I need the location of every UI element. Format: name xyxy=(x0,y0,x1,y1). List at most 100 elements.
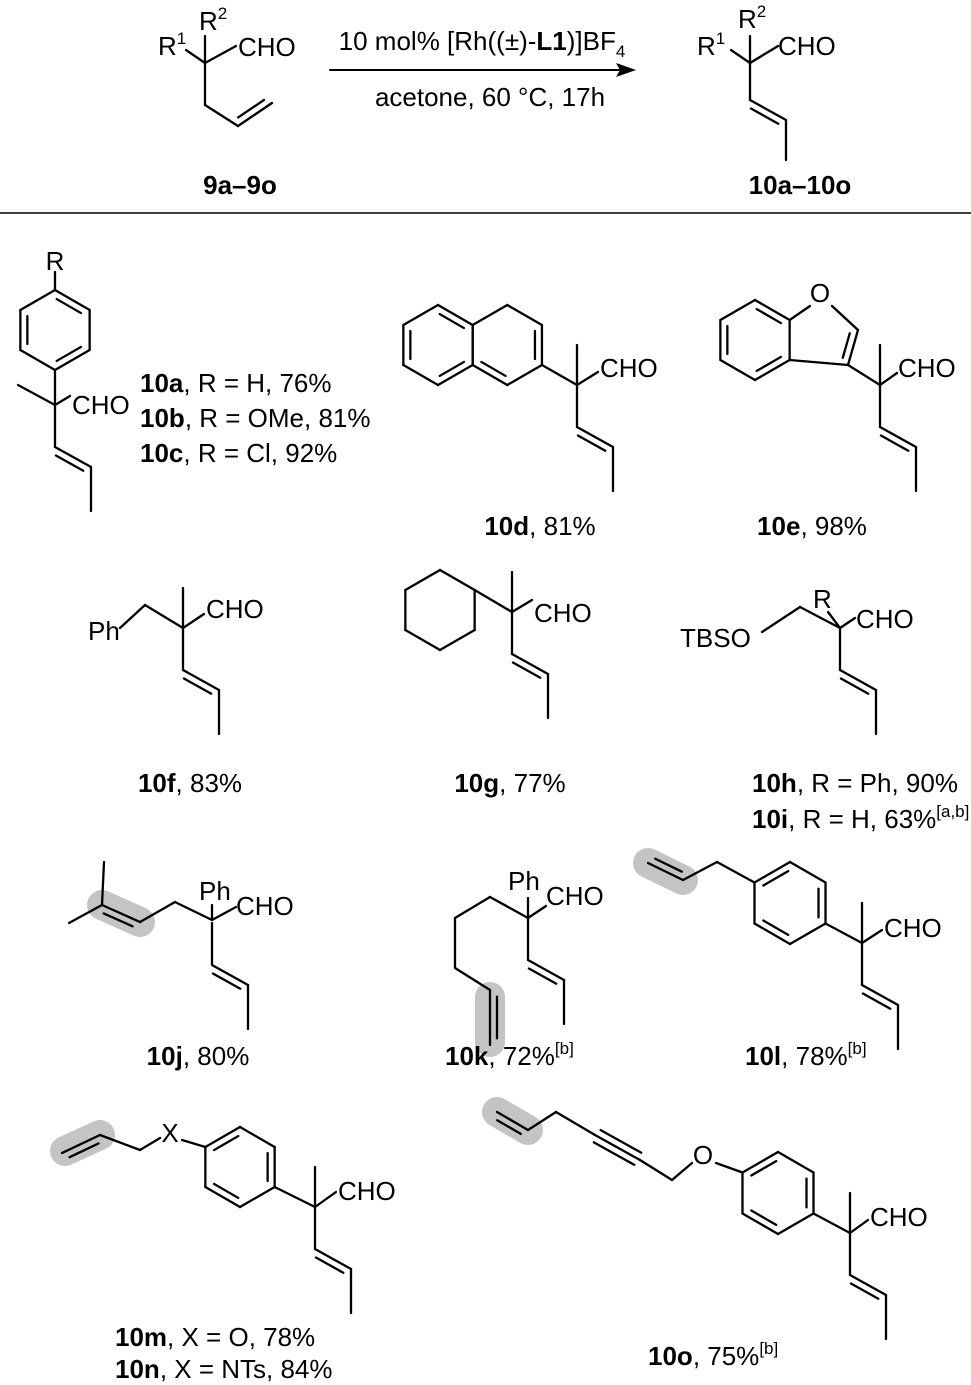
bond xyxy=(143,603,185,630)
double-bond-line xyxy=(438,312,466,330)
bond xyxy=(848,1273,888,1297)
double-bond-line xyxy=(55,345,83,363)
cho-label: CHO xyxy=(206,594,264,624)
double-bond-line xyxy=(879,434,910,452)
ring-bond xyxy=(741,1212,780,1236)
ring-bond xyxy=(238,1125,276,1149)
caption: 10a, R = H, 76% xyxy=(140,368,332,398)
ring-bond xyxy=(719,358,757,382)
ring-bond xyxy=(753,358,791,382)
bond xyxy=(118,603,147,630)
arrow-head-icon xyxy=(616,63,636,77)
ring-bond xyxy=(741,1150,780,1174)
caption: 10f, 83% xyxy=(138,768,242,798)
cho-label: CHO xyxy=(600,353,658,383)
double-bond-line xyxy=(599,1128,643,1154)
bond xyxy=(510,652,550,676)
product-10: R1 R2 CHO 10a–10o xyxy=(697,2,851,200)
caption: 10b, R = OMe, 81% xyxy=(140,403,371,433)
bond xyxy=(453,895,492,920)
ring-bond xyxy=(753,860,792,884)
ring-bond xyxy=(402,363,440,387)
double-bond-line xyxy=(54,454,85,472)
bond xyxy=(646,861,685,882)
bond xyxy=(748,98,788,122)
ring-bond xyxy=(506,363,544,387)
bond xyxy=(53,445,93,469)
caption: 10l, 78%[b] xyxy=(745,1039,867,1071)
bond xyxy=(100,903,142,924)
cho-label: CHO xyxy=(898,353,956,383)
double-bond-line xyxy=(750,1159,778,1177)
caption: 10k, 72%[b] xyxy=(445,1039,574,1071)
bond xyxy=(60,1133,102,1155)
bond xyxy=(236,101,274,128)
caption: 10g, 77% xyxy=(454,768,565,798)
bond xyxy=(846,363,882,387)
ring-bond xyxy=(753,298,791,322)
ring-bond xyxy=(719,298,757,322)
bond xyxy=(638,1158,674,1182)
ring-bond xyxy=(438,628,476,652)
bond xyxy=(878,371,899,387)
double-bond-line xyxy=(527,967,558,985)
ring-bond xyxy=(436,363,474,387)
caption: 10j, 80% xyxy=(147,1041,250,1071)
bond xyxy=(812,1212,852,1235)
x-label: X xyxy=(161,1118,178,1148)
compound-10h-i: TBSO R CHO 10h, R = Ph, 90% 10i, R = H, … xyxy=(680,584,969,834)
bond xyxy=(860,983,900,1007)
ring-bond xyxy=(776,1212,815,1236)
bond xyxy=(181,668,221,692)
compound-10m-n: X CHO 10m, X = O, 78% 10n, X = NTs, 84% xyxy=(115,1118,396,1384)
double-bond-line xyxy=(212,1134,240,1152)
double-bond-line xyxy=(762,919,790,937)
double-bond-line xyxy=(749,107,780,125)
catalyst-text: 10 mol% [Rh((±)-L1)]BF4 xyxy=(339,26,626,61)
bond xyxy=(838,668,878,692)
bond xyxy=(203,103,240,128)
bond xyxy=(838,616,857,630)
ring-bond xyxy=(788,860,827,884)
reactant-9: R1 R2 CHO 9a–9o xyxy=(158,4,296,200)
ring-bond xyxy=(776,1150,815,1174)
cho-label: CHO xyxy=(534,598,592,628)
bond xyxy=(526,904,548,920)
caption: 10c, R = Cl, 92% xyxy=(140,438,337,468)
bond xyxy=(313,1247,353,1271)
substituent-label: R xyxy=(46,246,65,276)
ring-bond xyxy=(53,348,91,372)
caption: 10n, X = NTs, 84% xyxy=(115,1354,333,1384)
double-bond-line xyxy=(755,355,783,373)
ring-bond xyxy=(238,1185,276,1209)
product-label: 10a–10o xyxy=(749,170,852,200)
double-bond-line xyxy=(861,992,892,1010)
ring-bond xyxy=(471,303,509,327)
bond xyxy=(138,1136,162,1152)
compound-10d: CHO 10d, 81% xyxy=(484,353,657,541)
cho-label: CHO xyxy=(72,390,130,420)
bond xyxy=(488,895,530,920)
bond xyxy=(16,383,57,407)
double-bond-line xyxy=(755,307,783,325)
ring-bond xyxy=(753,922,792,946)
ring-bond xyxy=(204,1125,242,1149)
bond xyxy=(729,48,752,65)
bond xyxy=(830,304,860,332)
bond xyxy=(575,370,600,387)
cho-label: CHO xyxy=(236,891,294,921)
ring-bond xyxy=(471,363,509,387)
double-bond-line xyxy=(211,972,242,990)
bond xyxy=(748,44,780,65)
double-bond-line xyxy=(592,1141,636,1167)
compound-10a-c: R CHO 10a, R = H, 76% 10b, R = OMe, 81% … xyxy=(46,246,371,468)
bond xyxy=(846,328,860,367)
r-label: R xyxy=(813,584,832,614)
bond xyxy=(100,860,106,907)
double-bond-line xyxy=(762,869,790,887)
ring-bond xyxy=(404,568,442,592)
bond xyxy=(715,860,756,884)
cho-label: CHO xyxy=(546,881,604,911)
oxygen-label: O xyxy=(693,1140,713,1170)
r1-label: R1 xyxy=(158,29,186,61)
